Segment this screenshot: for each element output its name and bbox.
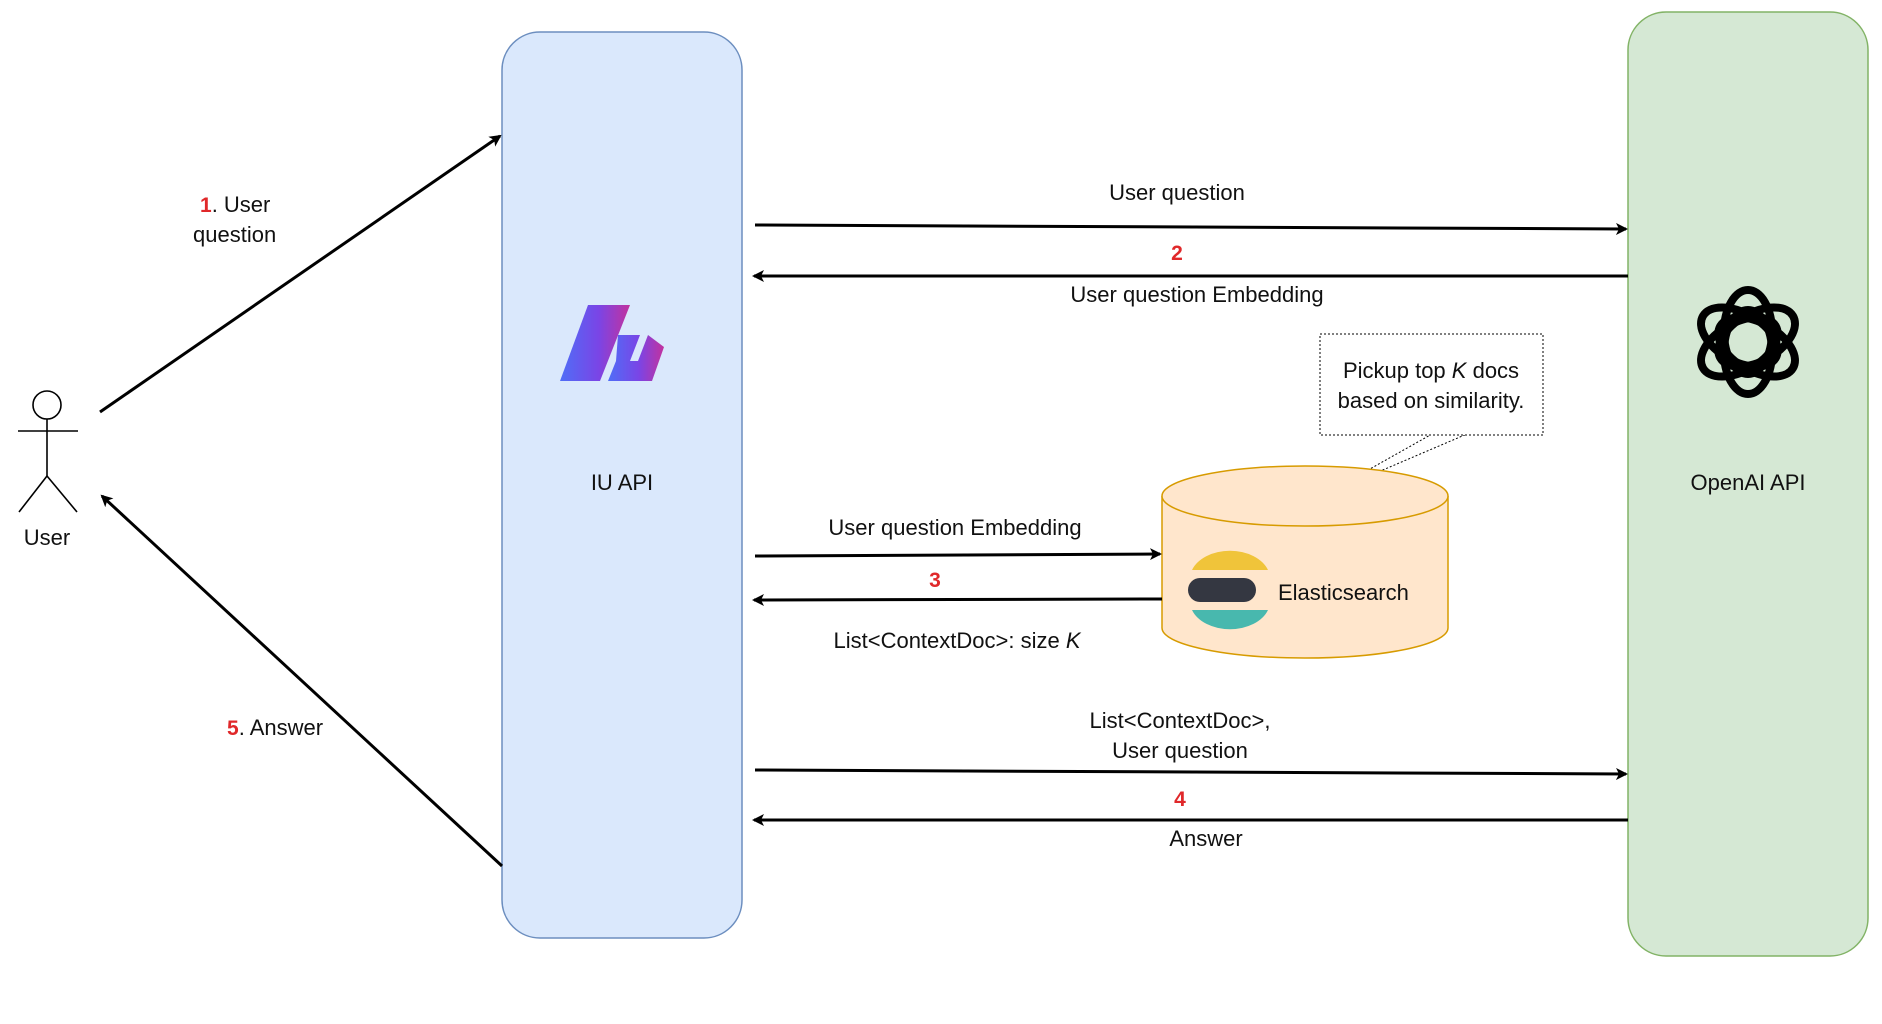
- step-1-text: . User: [212, 192, 271, 217]
- similarity-note: [1319, 333, 1544, 436]
- step-2-request-label: User question: [1109, 180, 1245, 205]
- step-2-response-label: User question Embedding: [1070, 282, 1323, 307]
- openai-api-box: [1627, 11, 1869, 957]
- openai-api-label: OpenAI API: [1691, 470, 1806, 495]
- step-1-label: 1. User: [200, 192, 270, 217]
- iu-api-label: IU API: [591, 470, 653, 495]
- user-actor-icon: [18, 390, 78, 513]
- arrow-answer-to-user: [100, 494, 504, 868]
- arrow-context-to-openai: [754, 767, 1628, 780]
- step-5-text: . Answer: [239, 715, 323, 740]
- step-2-number: 2: [1171, 242, 1183, 265]
- step-4-request-line-1: List<ContextDoc>,: [1090, 708, 1271, 733]
- elasticsearch-label: Elasticsearch: [1278, 580, 1409, 605]
- openai-logo-icon: [1697, 286, 1799, 398]
- elasticsearch-logo-icon: [1188, 550, 1268, 630]
- step-3-request-label: User question Embedding: [828, 515, 1081, 540]
- step-3-response-label: List<ContextDoc>: size K: [833, 628, 1081, 653]
- user-label: User: [24, 525, 70, 550]
- arrow-question-to-openai: [754, 222, 1628, 235]
- step-1-label-line2: question: [193, 222, 276, 247]
- arrow-docs-from-elastic: [752, 593, 1163, 606]
- note-line-1: Pickup top K docs: [1343, 358, 1519, 383]
- step-4-request-line-2: User question: [1112, 738, 1248, 763]
- step-4-number: 4: [1174, 788, 1186, 811]
- step-5-number: 5: [227, 717, 239, 740]
- step-5-label: 5. Answer: [227, 715, 323, 740]
- iu-logo-icon: [560, 305, 664, 381]
- step-4-response-label: Answer: [1169, 826, 1242, 851]
- note-line-2: based on similarity.: [1338, 388, 1525, 413]
- arrow-user-question: [99, 134, 502, 414]
- arrow-embedding-to-elastic: [754, 548, 1162, 561]
- step-1-number: 1: [200, 194, 212, 217]
- iu-api-box: [501, 31, 743, 939]
- step-3-number: 3: [929, 569, 941, 592]
